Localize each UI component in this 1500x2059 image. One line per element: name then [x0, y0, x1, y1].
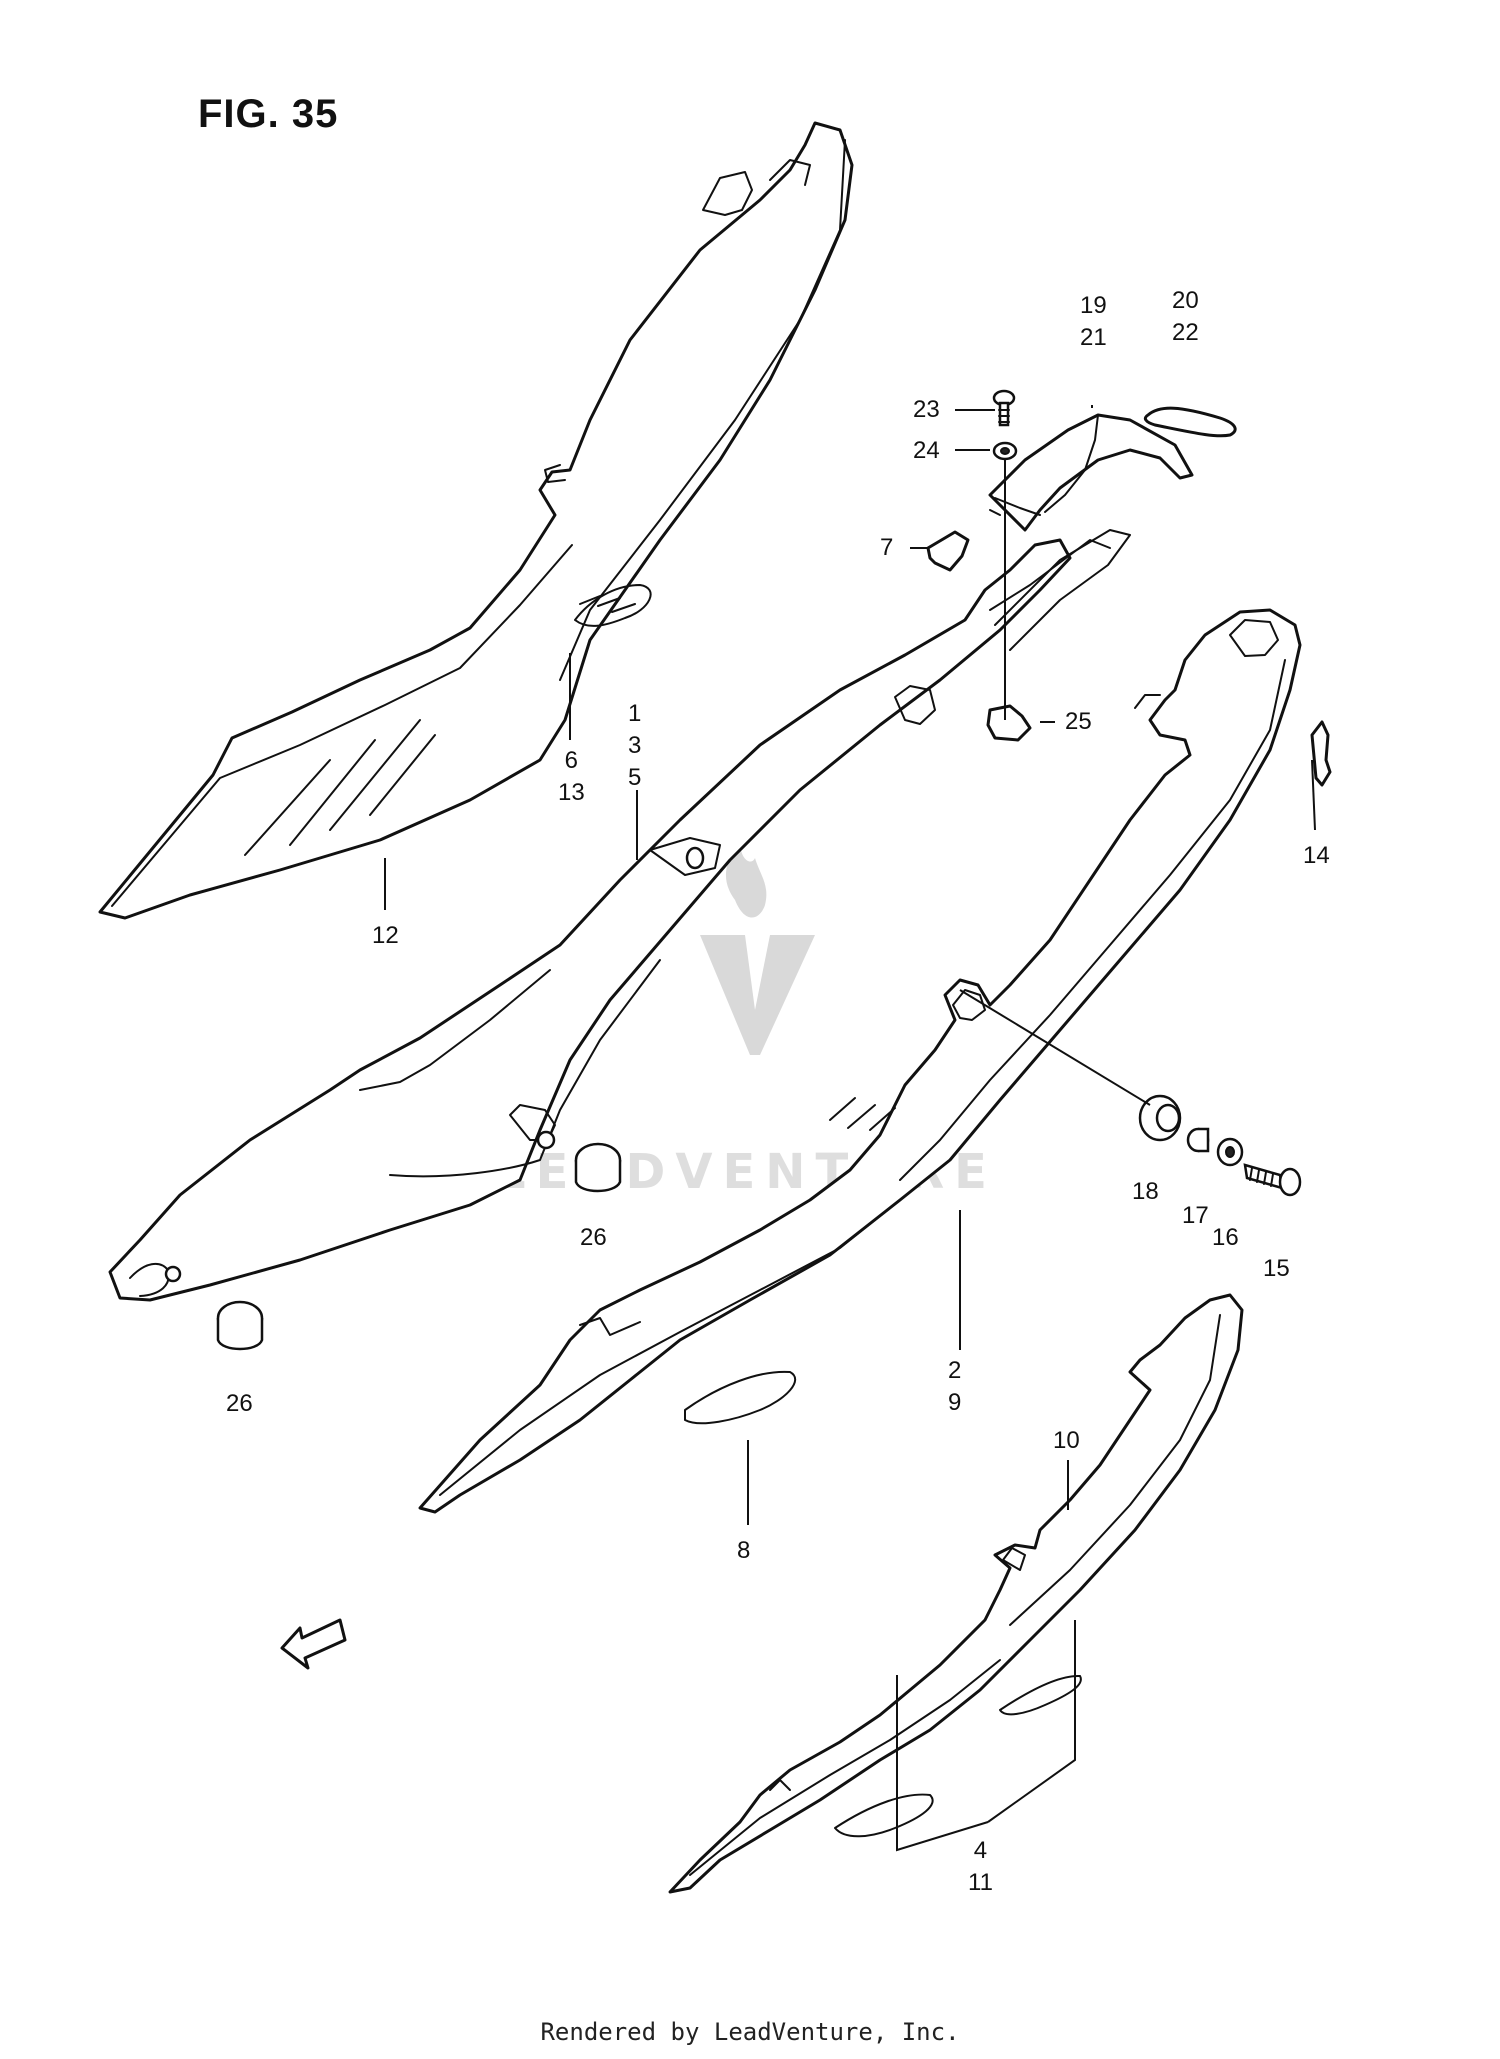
part-7-clip: [926, 530, 970, 572]
part-23-screw: [992, 389, 1016, 427]
callout-24: 24: [913, 437, 940, 464]
footer-credit: Rendered by LeadVenture, Inc.: [540, 2018, 960, 2046]
fwd-arrow-icon: [280, 1618, 347, 1670]
part-16-washer: [1216, 1137, 1244, 1167]
figure-title: FIG. 35: [198, 92, 339, 136]
callout-18: 18: [1132, 1178, 1159, 1205]
leader-lines: [384, 405, 1316, 1852]
callout-15: 15: [1263, 1255, 1290, 1282]
callout-26-upper: 26: [580, 1224, 607, 1251]
part-12-frame-cover-left: [98, 121, 854, 920]
callout-12: 12: [372, 922, 399, 949]
part-14-clip: [1310, 720, 1332, 787]
part-10-frame-cover-lower: [668, 1293, 1244, 1894]
part-17-collar: [1186, 1127, 1210, 1153]
part-24-washer: [992, 441, 1018, 461]
callout-23: 23: [913, 396, 940, 423]
part-1-frame-cover-center: [108, 529, 1131, 1302]
callout-20-22: 20 22: [1172, 287, 1199, 346]
callout-8: 8: [737, 1537, 751, 1564]
callout-17: 17: [1182, 1202, 1209, 1229]
part-25-spring-nut: [986, 704, 1032, 742]
callout-2-9: 2 9: [948, 1357, 962, 1416]
callout-19-21: 19 21: [1080, 292, 1107, 351]
callout-16: 16: [1212, 1224, 1239, 1251]
part-15-bolt: [1243, 1163, 1302, 1197]
part-26-grommet-upper: [574, 1142, 622, 1193]
callout-7: 7: [880, 534, 894, 561]
callout-14: 14: [1303, 842, 1330, 869]
part-19-tail-cover: [988, 413, 1194, 532]
part-8-frame-cover-right: [418, 608, 1302, 1514]
callout-10: 10: [1053, 1427, 1080, 1454]
callout-1-3-5: 1 3 5: [628, 700, 642, 791]
callout-26-lower: 26: [226, 1390, 253, 1417]
callout-25: 25: [1065, 708, 1092, 735]
part-26-grommet-lower: [216, 1300, 264, 1351]
part-18-grommet: [1138, 1094, 1182, 1142]
callout-6-13: 6 13: [558, 747, 585, 806]
callout-4-11: 4 11: [968, 1837, 993, 1896]
part-20-emblem: [1143, 406, 1237, 438]
